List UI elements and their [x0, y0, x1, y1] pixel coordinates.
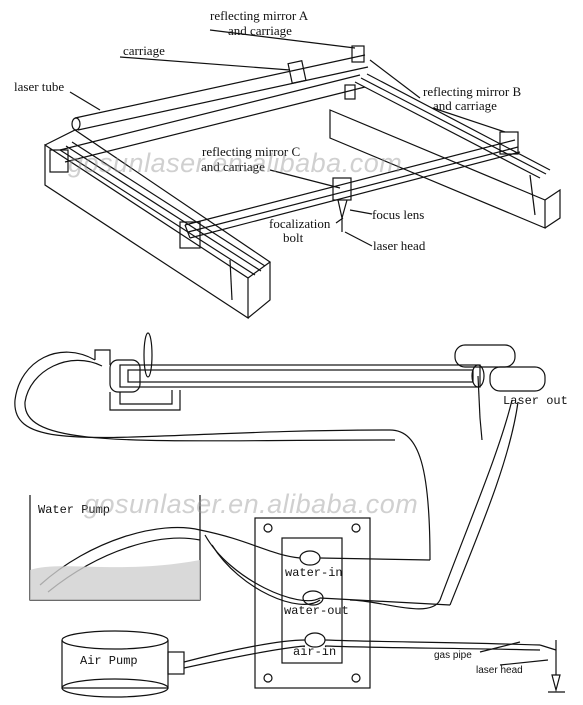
label-focus-lens: focus lens	[372, 207, 425, 222]
label-carriage: carriage	[123, 43, 165, 58]
label-mirror-b-line2: and carriage	[433, 98, 497, 113]
label-water-out: water-out	[284, 604, 349, 618]
water-level	[30, 560, 200, 600]
label-air-pump: Air Pump	[80, 654, 138, 668]
machine-frame	[44, 29, 561, 320]
label-air-in: air-in	[293, 645, 337, 659]
label-mirror-b-line1: reflecting mirror B	[423, 84, 522, 99]
plumbing	[14, 332, 565, 698]
label-gas-pipe: gas pipe	[434, 650, 472, 661]
label-laser-head-top: laser head	[373, 238, 426, 253]
label-mirror-c-line2: and carriage	[201, 159, 265, 174]
watermark-top: gosunlaser.en.alibaba.com	[68, 148, 403, 178]
label-laser-head-bottom: laser head	[476, 665, 523, 676]
label-laser-out: Laser out	[503, 394, 568, 408]
label-focalization-line1: focalization	[269, 216, 331, 231]
label-mirror-a-line2: and carriage	[228, 23, 292, 38]
label-focalization-line2: bolt	[283, 230, 304, 245]
label-water-pump: Water Pump	[38, 503, 111, 517]
label-water-in: water-in	[285, 566, 343, 580]
label-laser-tube: laser tube	[14, 79, 65, 94]
label-mirror-c-line1: reflecting mirror C	[202, 144, 301, 159]
label-mirror-a-line1: reflecting mirror A	[210, 8, 309, 23]
watermark-bottom: gosunlaser.en.alibaba.com	[84, 489, 419, 519]
